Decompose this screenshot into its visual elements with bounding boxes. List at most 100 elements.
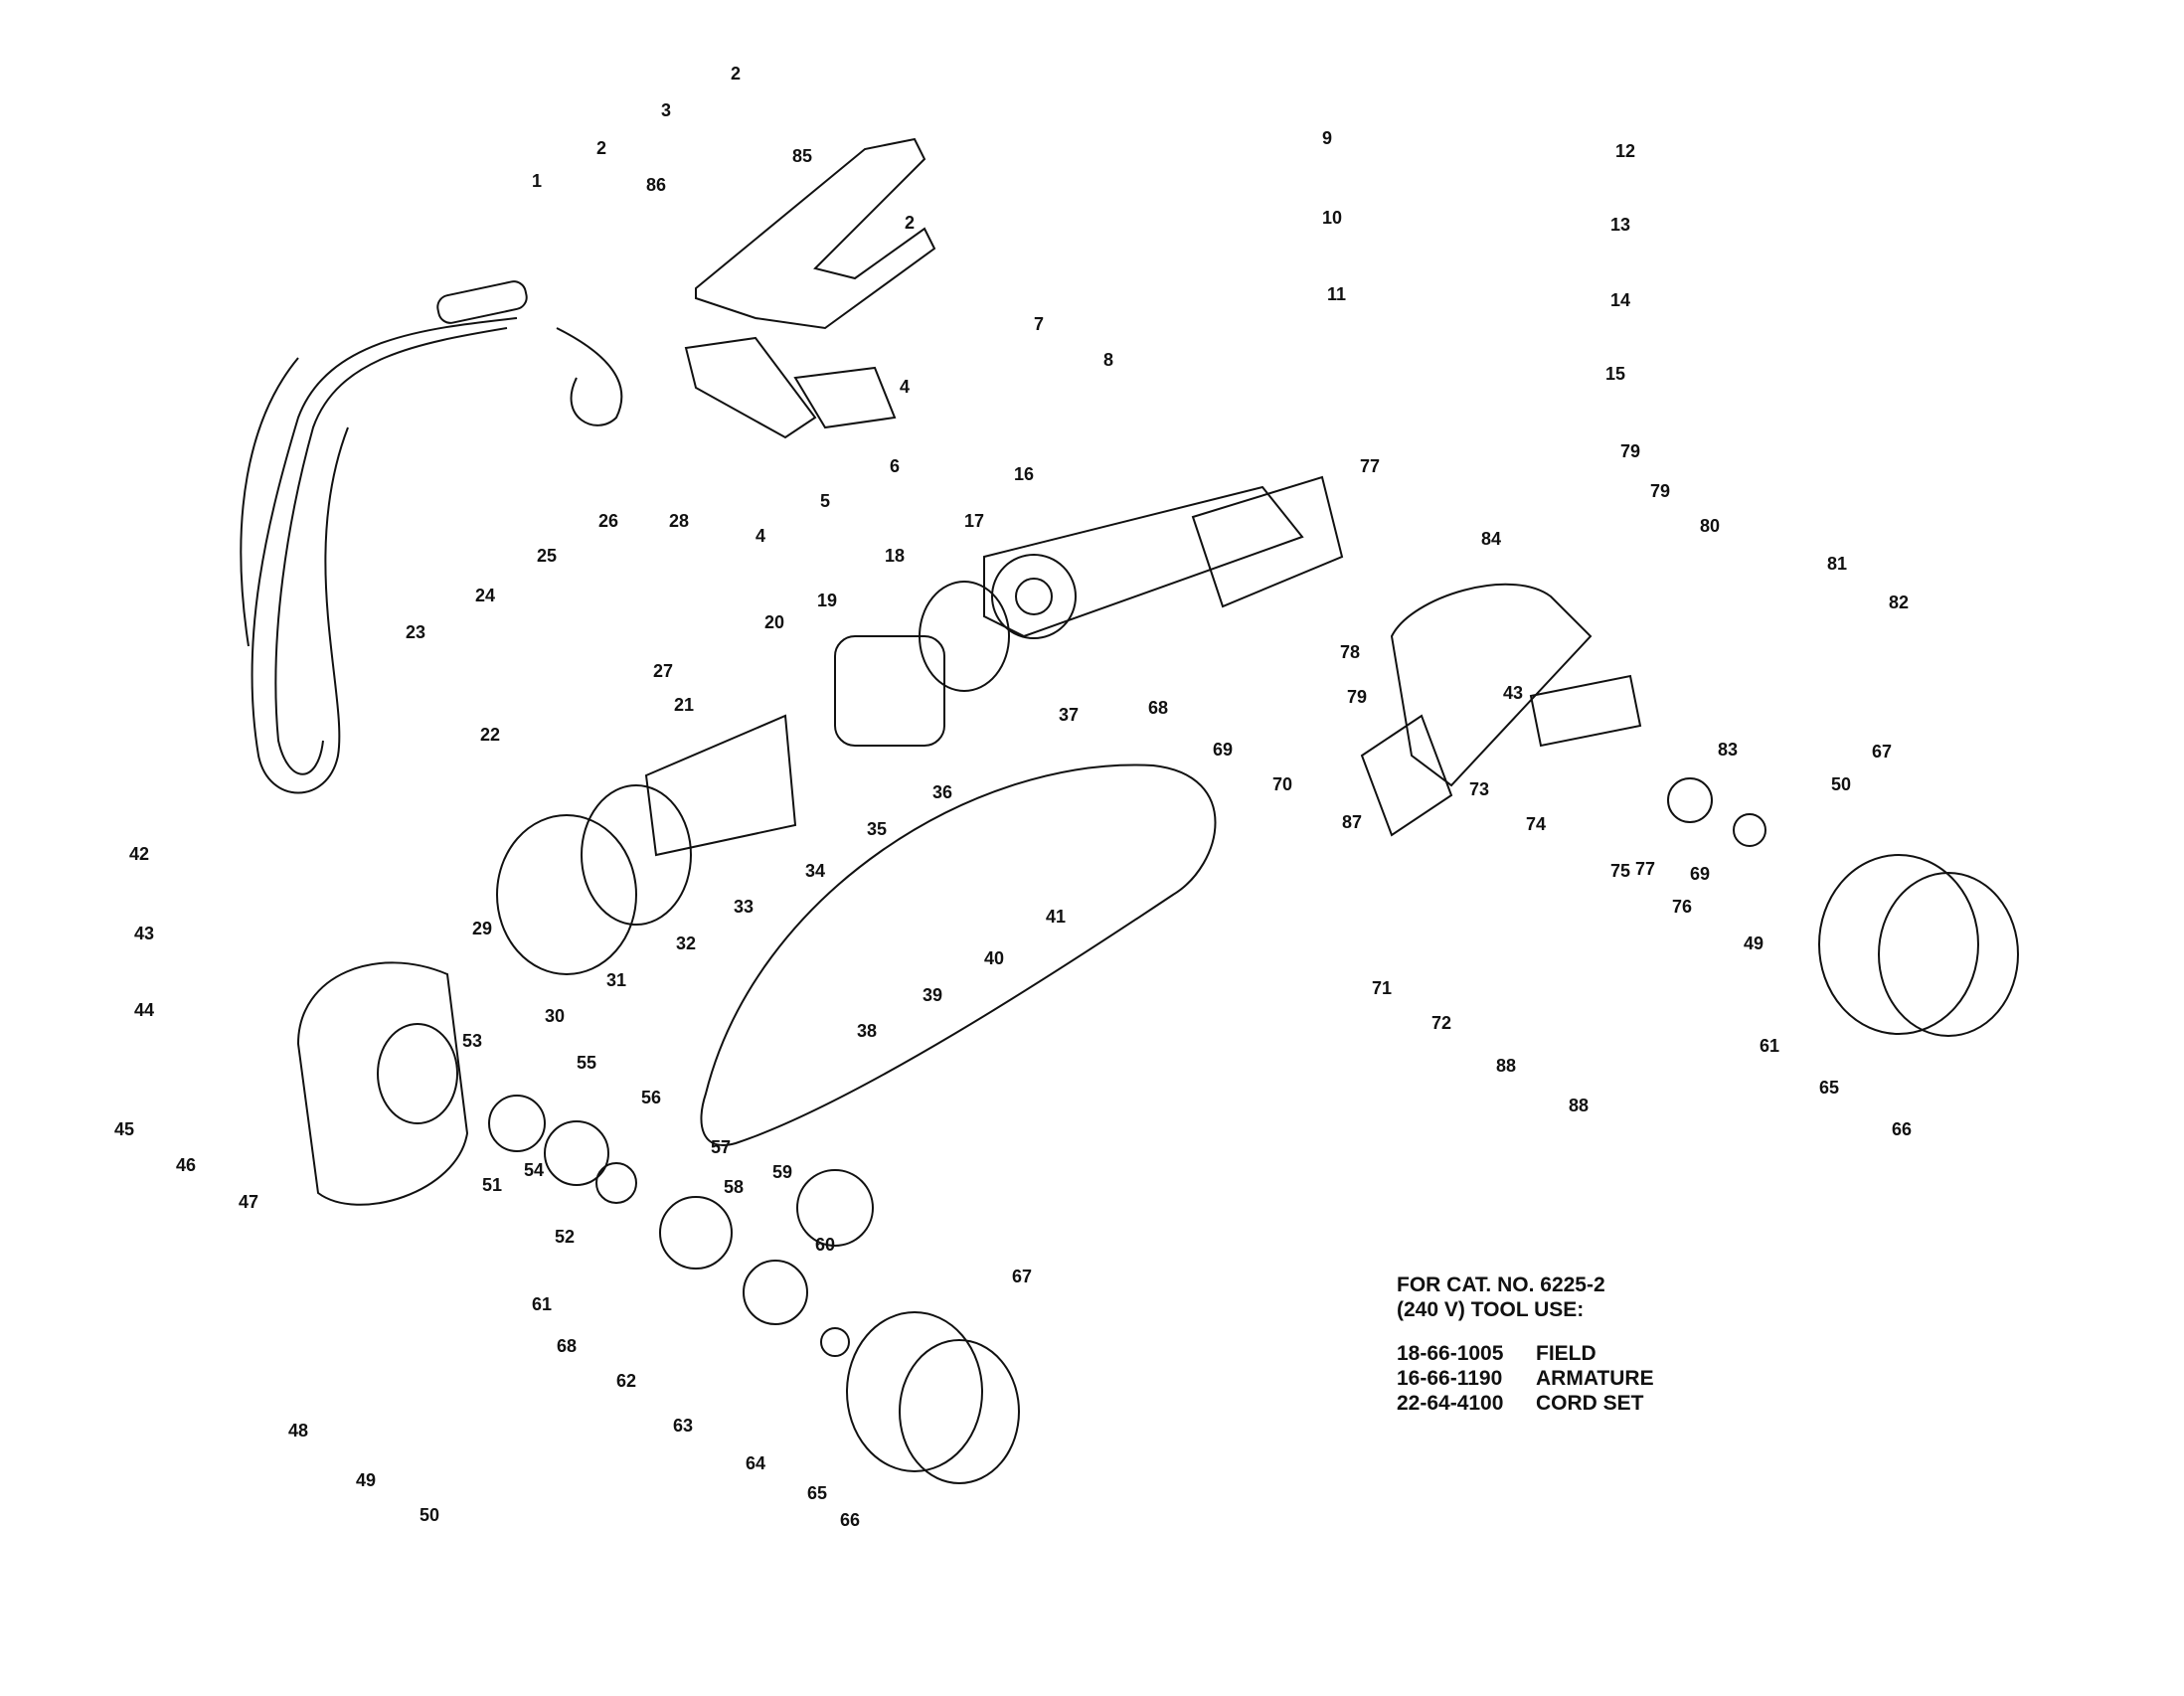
handle-drawing — [684, 137, 936, 439]
callout: 69 — [1690, 864, 1710, 884]
callout: 15 — [1605, 364, 1625, 384]
callout: 53 — [462, 1031, 482, 1051]
callout: 42 — [129, 844, 149, 864]
callout: 82 — [1889, 593, 1909, 612]
callout: 64 — [746, 1453, 765, 1473]
callout: 43 — [1503, 683, 1523, 703]
callout: 34 — [805, 861, 825, 881]
gear-housing-drawing — [296, 961, 637, 1206]
callout: 88 — [1496, 1056, 1516, 1076]
part-number: 22-64-4100 — [1397, 1392, 1504, 1415]
callout: 77 — [1635, 859, 1655, 879]
callout: 10 — [1322, 208, 1342, 228]
callout: 83 — [1718, 740, 1738, 760]
callout: 19 — [817, 591, 837, 610]
callout: 67 — [1012, 1267, 1032, 1286]
callout: 71 — [1372, 978, 1392, 998]
note-title-line: (240 V) TOOL USE: — [1397, 1298, 1585, 1321]
callout: 31 — [606, 970, 626, 990]
callout: 61 — [532, 1294, 552, 1314]
note-title-line: FOR CAT. NO. 6225-2 — [1397, 1273, 1605, 1296]
callout: 28 — [669, 511, 689, 531]
callout: 32 — [676, 933, 696, 953]
callout: 59 — [772, 1162, 792, 1182]
callout: 21 — [674, 695, 694, 715]
callout: 13 — [1610, 215, 1630, 235]
callout: 72 — [1431, 1013, 1451, 1033]
callout: 33 — [734, 897, 754, 917]
callout: 3 — [661, 100, 671, 120]
callout: 58 — [724, 1177, 744, 1197]
callout: 60 — [815, 1235, 835, 1255]
callout: 65 — [1819, 1078, 1839, 1098]
callout: 17 — [964, 511, 984, 531]
callout: 18 — [885, 546, 905, 566]
callout: 47 — [239, 1192, 258, 1212]
callout: 70 — [1272, 774, 1292, 794]
callout: 4 — [900, 377, 910, 397]
callout: 78 — [1340, 642, 1360, 662]
callout: 49 — [356, 1470, 376, 1490]
callout: 36 — [932, 782, 952, 802]
callout: 24 — [475, 586, 495, 605]
callout: 68 — [1148, 698, 1168, 718]
callout: 65 — [807, 1483, 827, 1503]
part-name: ARMATURE — [1536, 1367, 1654, 1390]
note-part-row: 16-66-1190 ARMATURE — [1397, 1366, 1654, 1391]
callout: 69 — [1213, 740, 1233, 760]
motor-housing-drawing — [983, 475, 1344, 639]
callout: 80 — [1700, 516, 1720, 536]
callout: 27 — [653, 661, 673, 681]
callout-labels: 1 2 2 2 3 4 4 5 6 7 8 9 10 11 12 13 14 1… — [114, 64, 1912, 1530]
callout: 88 — [1569, 1096, 1589, 1115]
callout: 26 — [598, 511, 618, 531]
callout: 9 — [1322, 128, 1332, 148]
callout: 75 — [1610, 861, 1630, 881]
callout: 35 — [867, 819, 887, 839]
callout: 79 — [1347, 687, 1367, 707]
callout: 16 — [1014, 464, 1034, 484]
frame-drawing — [1360, 583, 1642, 837]
callout: 6 — [890, 456, 900, 476]
note-part-row: 22-64-4100 CORD SET — [1397, 1391, 1654, 1416]
cord-set-drawing — [240, 280, 623, 794]
part-name: FIELD — [1536, 1342, 1596, 1365]
chain-detail-drawing — [796, 1169, 874, 1247]
callout: 44 — [134, 1000, 154, 1020]
part-number: 18-66-1005 — [1397, 1342, 1504, 1365]
note-block: FOR CAT. NO. 6225-2 (240 V) TOOL USE: 18… — [1397, 1272, 1654, 1416]
lower-wheel-drawing — [659, 1196, 1020, 1484]
callout: 61 — [1760, 1036, 1779, 1056]
callout: 50 — [420, 1505, 439, 1525]
callout: 14 — [1610, 290, 1630, 310]
callout: 7 — [1034, 314, 1044, 334]
callout: 54 — [524, 1160, 544, 1180]
note-part-row: 18-66-1005 FIELD — [1397, 1341, 1654, 1366]
callout: 81 — [1827, 554, 1847, 574]
callout: 74 — [1526, 814, 1546, 834]
callout: 76 — [1672, 897, 1692, 917]
callout: 56 — [641, 1088, 661, 1107]
blade-drawing — [700, 763, 1217, 1146]
callout: 52 — [555, 1227, 575, 1247]
callout: 84 — [1481, 529, 1501, 549]
callout: 79 — [1650, 481, 1670, 501]
callout: 30 — [545, 1006, 565, 1026]
callout: 48 — [288, 1421, 308, 1441]
field-armature-drawing — [496, 581, 1010, 975]
callout: 37 — [1059, 705, 1079, 725]
callout: 66 — [840, 1510, 860, 1530]
callout: 12 — [1615, 141, 1635, 161]
callout: 49 — [1744, 933, 1764, 953]
callout: 67 — [1872, 742, 1892, 762]
callout: 38 — [857, 1021, 877, 1041]
callout: 62 — [616, 1371, 636, 1391]
callout: 68 — [557, 1336, 577, 1356]
callout: 11 — [1327, 284, 1346, 304]
callout: 23 — [406, 622, 425, 642]
callout: 39 — [923, 985, 942, 1005]
callout: 87 — [1342, 812, 1362, 832]
callout: 45 — [114, 1119, 134, 1139]
callout: 50 — [1831, 774, 1851, 794]
